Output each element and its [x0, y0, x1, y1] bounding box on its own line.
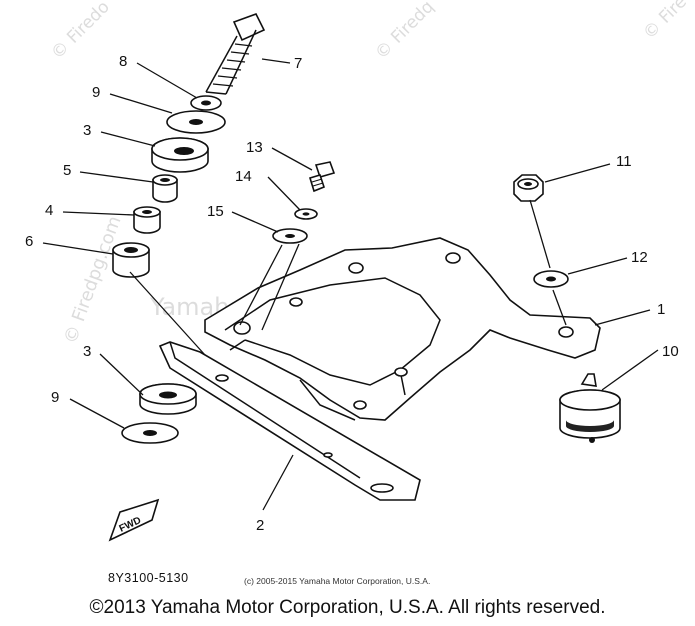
watermark-top-right: © Fire: [639, 0, 690, 44]
watermark-top-left: © Firedo: [47, 0, 113, 64]
callout-2: 2: [256, 517, 264, 534]
leader-lines: [42, 58, 659, 511]
cushion-part-3-lower: [139, 383, 197, 415]
callout-9-lower: 9: [51, 389, 59, 406]
washer-part-14: [294, 208, 318, 220]
callout-13: 13: [246, 139, 263, 156]
callout-8: 8: [119, 53, 127, 70]
callout-6: 6: [25, 233, 33, 250]
collar-part-5: [152, 174, 178, 203]
callout-10: 10: [662, 343, 679, 360]
callout-numbers: 8 9 3 5 4 6 7 13 14 15 11 12 1 10 3 9 2: [25, 53, 679, 534]
footer-copyright: ©2013 Yamaha Motor Corporation, U.S.A. A…: [89, 597, 606, 618]
small-copyright: (c) 2005-2015 Yamaha Motor Corporation, …: [244, 576, 431, 586]
rail-part-2: [158, 341, 421, 501]
watermark-left-vertical: © Firedpg.com: [60, 213, 126, 346]
bracket-part-1: [204, 237, 601, 421]
fwd-arrow-icon: FWD: [108, 498, 160, 542]
bolt-part-7: [205, 13, 266, 95]
callout-11: 11: [616, 153, 632, 170]
washer-part-9-lower: [121, 422, 179, 444]
nut-part-11: [513, 174, 544, 202]
damper-part-10: [559, 373, 621, 443]
collar-part-4: [133, 206, 161, 234]
bushing-part-6: [112, 242, 150, 278]
parts-diagram: © Firedo © Firedq © Fire © Firedpg.com Y…: [25, 0, 691, 542]
callout-12: 12: [631, 249, 648, 266]
callout-5: 5: [63, 162, 71, 179]
washer-part-9-upper: [166, 110, 226, 134]
diagram-code: 8Y3100-5130: [108, 571, 189, 585]
callout-14: 14: [235, 168, 252, 185]
callout-3-upper: 3: [83, 122, 91, 139]
callout-15: 15: [207, 203, 224, 220]
cushion-part-3-upper: [151, 137, 209, 173]
callout-1: 1: [657, 301, 665, 318]
callout-7: 7: [294, 55, 302, 72]
washer-part-8: [190, 95, 222, 111]
bolt-part-13: [308, 161, 336, 193]
washer-part-12: [533, 270, 569, 288]
callout-9-upper: 9: [92, 84, 100, 101]
watermark-top-mid: © Firedq: [371, 0, 438, 64]
callout-3-lower: 3: [83, 343, 91, 360]
assembly-lines: [129, 199, 567, 356]
washer-part-15: [272, 228, 308, 244]
callout-4: 4: [45, 202, 53, 219]
